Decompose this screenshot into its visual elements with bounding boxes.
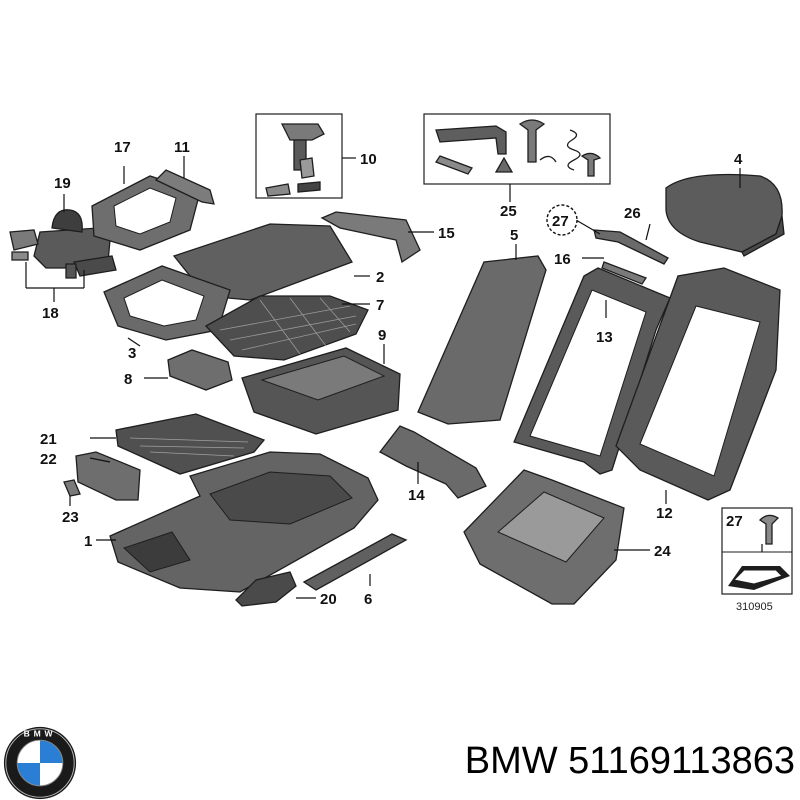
callout-9: 9 [378, 327, 386, 344]
leader-lines [25, 156, 763, 599]
part-latch-group [255, 113, 343, 199]
part-side-strip [302, 533, 408, 591]
callout-6: 6 [364, 591, 372, 608]
part-small-hardware-kit [423, 113, 611, 185]
callout-21: 21 [40, 431, 57, 448]
part-small-strip [601, 261, 647, 285]
part-hinge-strip [320, 211, 421, 264]
callout-10: 10 [360, 151, 377, 168]
brand-part-number: BMW 51169113863 [464, 740, 795, 782]
part-storage-bin [241, 347, 401, 435]
part-trim-plate [75, 451, 141, 501]
callout-5: 5 [510, 227, 518, 244]
callout-15: 15 [438, 225, 455, 242]
screw-icon [758, 514, 780, 545]
part-small-clip [63, 479, 81, 497]
callout-18: 18 [42, 305, 59, 322]
part-back-panel [417, 255, 547, 425]
part-center-console [109, 451, 379, 593]
part-armrest-pad [665, 173, 785, 257]
callout-20: 20 [320, 591, 337, 608]
part-bezel-frame [103, 265, 231, 341]
callout-2: 2 [376, 269, 384, 286]
callout-1: 1 [84, 533, 92, 550]
callout-27-legend: 27 [726, 513, 743, 530]
callout-4: 4 [734, 151, 743, 168]
callout-8: 8 [124, 371, 132, 388]
part-gear-selector [9, 209, 117, 279]
callout-7: 7 [376, 297, 384, 314]
callout-17: 17 [114, 139, 131, 156]
callout-12: 12 [656, 505, 673, 522]
part-screw-legend-box [721, 507, 793, 595]
callout-25: 25 [500, 203, 517, 220]
part-grille-insert [115, 413, 266, 475]
part-clip [167, 349, 233, 391]
callout-23: 23 [62, 509, 79, 526]
part-mesh-tray [204, 295, 369, 361]
callout-22: 22 [40, 451, 57, 468]
callout-26: 26 [624, 205, 641, 222]
callout-11: 11 [174, 139, 190, 156]
callout-3: 3 [128, 345, 136, 362]
callout-24: 24 [654, 543, 671, 560]
part-mount [379, 425, 487, 499]
diagram-reference-code: 310905 [736, 601, 773, 613]
part-base-bracket [463, 469, 625, 605]
part-trim-strip [154, 169, 215, 205]
direction-arrow-icon [728, 566, 790, 590]
part-bracket [593, 229, 669, 265]
callout-14: 14 [408, 487, 425, 504]
part-handle [235, 571, 297, 607]
part-inner-frame [513, 267, 671, 475]
callout-27-circle [546, 204, 578, 236]
callout-27: 27 [552, 213, 569, 230]
part-outer-frame [615, 267, 781, 501]
bmw-logo-icon: BMW [3, 726, 77, 800]
bmw-logo-lettering: BMW [24, 728, 57, 738]
callout-13: 13 [596, 329, 613, 346]
callout-16: 16 [554, 251, 571, 268]
brand-footer: BMW BMW 51169113863 [0, 722, 800, 800]
part-trim-frame [91, 175, 201, 251]
callout-19: 19 [54, 175, 71, 192]
